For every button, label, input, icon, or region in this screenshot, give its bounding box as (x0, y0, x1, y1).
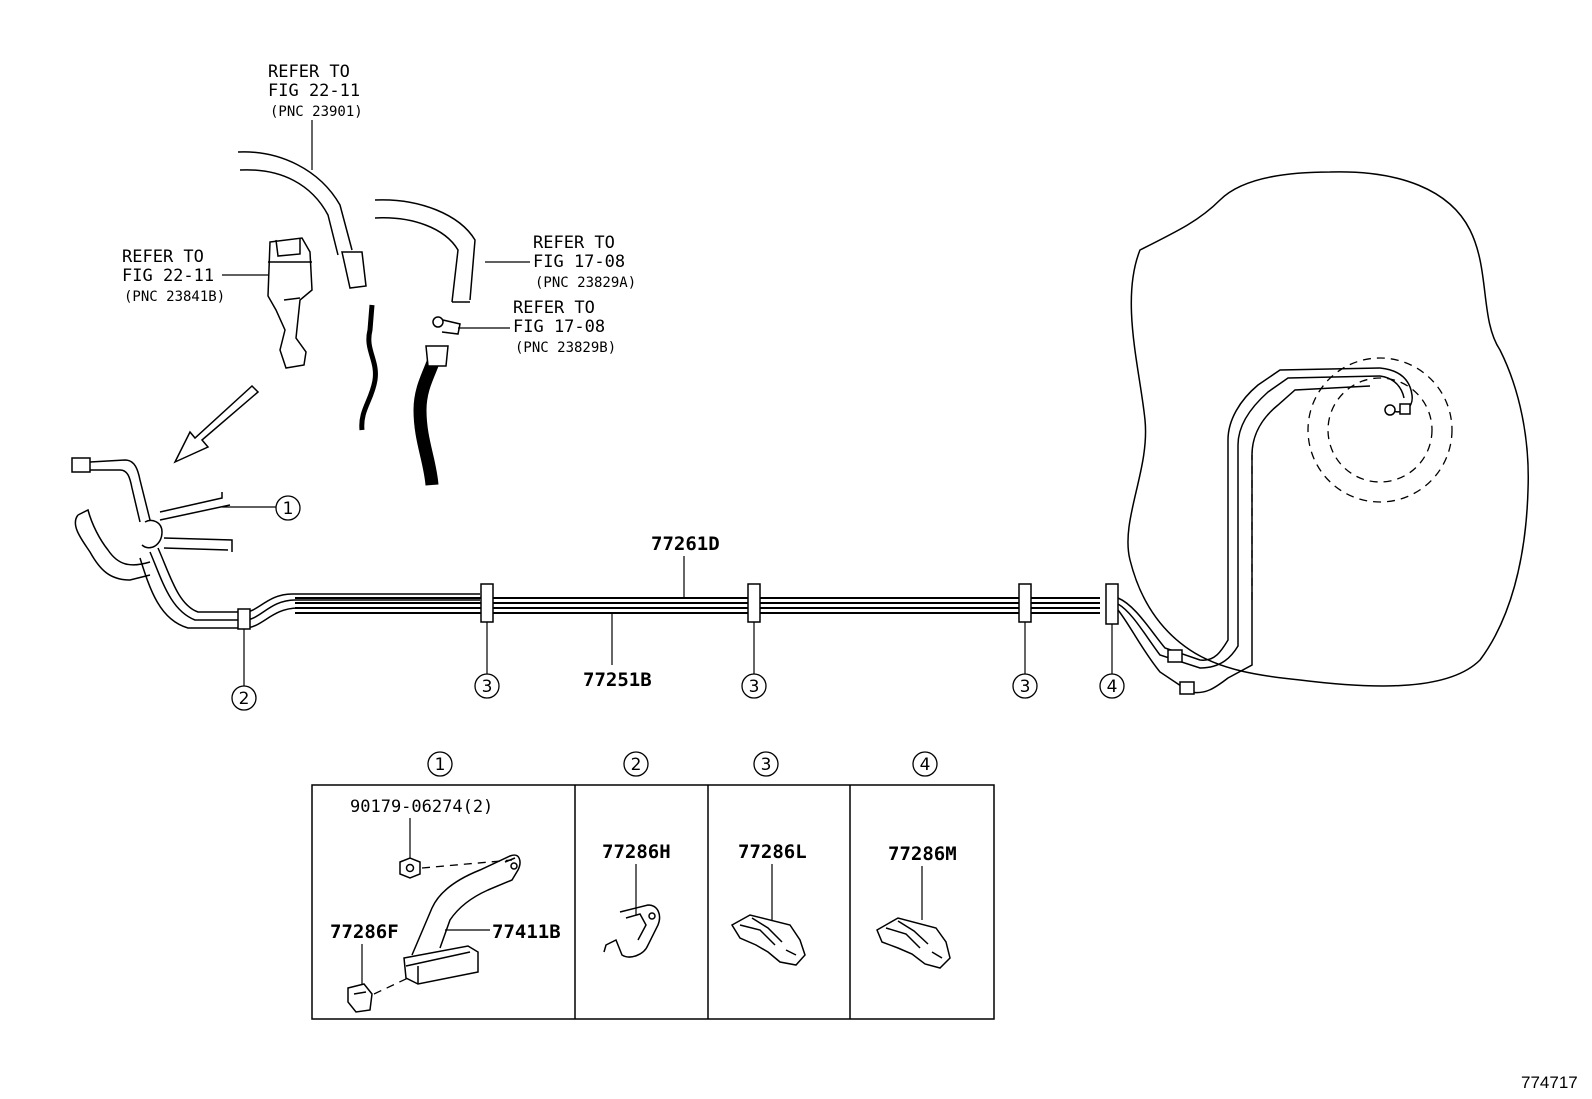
tube-clamp-3b (747, 583, 761, 623)
ref-label-pnc-23829b: REFER TO FIG 17-08 (PNC 23829B) (458, 298, 616, 356)
ref-line2: FIG 17-08 (513, 317, 605, 337)
ref-label-pnc-23841b: REFER TO FIG 22-11 (PNC 23841B) (122, 247, 268, 305)
callout-3a: 3 (474, 622, 500, 699)
ref-line2: FIG 17-08 (533, 252, 625, 272)
panel-number: 3 (761, 755, 772, 775)
clip-77286m-icon (876, 917, 951, 969)
tank-tubes (1117, 367, 1413, 695)
panel-4-content: 77286M (876, 843, 957, 969)
tube-clamp-2 (237, 608, 251, 630)
detail-panels (311, 784, 995, 1020)
part-number-77411b: 77411B (492, 921, 561, 943)
panel-number: 2 (631, 755, 642, 775)
ref-line1: REFER TO (122, 247, 204, 267)
ref-pnc: (PNC 23901) (270, 104, 363, 120)
callout-4: 4 (1099, 624, 1125, 699)
vsv-connector-icon (267, 237, 313, 369)
callout-1: 1 (222, 495, 301, 521)
part-number-77286f: 77286F (330, 921, 399, 943)
tube-clamp-3a (480, 583, 494, 623)
panel-header-4: 4 (912, 751, 938, 777)
ref-pnc: (PNC 23841B) (124, 289, 225, 305)
callout-2: 2 (231, 629, 257, 711)
callout-3b: 3 (741, 622, 767, 699)
ref-label-pnc-23901: REFER TO FIG 22-11 (PNC 23901) (268, 62, 363, 170)
ref-line1: REFER TO (513, 298, 595, 318)
callout-number: 1 (283, 499, 294, 519)
clip-77286f-icon (347, 983, 373, 1013)
figure-id: 774717 (1521, 1073, 1578, 1092)
tube-label-lower: 77251B (583, 613, 652, 691)
panel-number: 1 (435, 755, 446, 775)
callout-number: 3 (482, 677, 493, 697)
callout-number: 4 (1107, 677, 1118, 697)
hose-clip-icon (432, 316, 461, 335)
tube-lower-number: 77251B (583, 669, 652, 691)
part-number-77286m: 77286M (888, 843, 957, 865)
nut-icon (399, 857, 421, 879)
part-number-77286l: 77286L (738, 841, 807, 863)
panel-header-2: 2 (623, 751, 649, 777)
tube-upper-number: 77261D (651, 533, 720, 555)
panel-number: 4 (920, 755, 931, 775)
upper-hoses (237, 151, 476, 486)
panel-3-content: 77286L (730, 841, 807, 966)
clip-77286h-icon (603, 904, 661, 958)
callout-number: 3 (1020, 677, 1031, 697)
ref-pnc: (PNC 23829B) (515, 340, 616, 356)
panel-1-content: 90179-06274(2) 77286F 77411B (330, 797, 561, 1013)
tube-assembly-left (71, 457, 480, 629)
bracket-icon (403, 854, 521, 985)
ref-line2: FIG 22-11 (122, 266, 214, 286)
ref-line1: REFER TO (533, 233, 615, 253)
callout-number: 3 (749, 677, 760, 697)
panel-2-content: 77286H (602, 841, 671, 958)
callout-number: 2 (239, 689, 250, 709)
main-tubes (295, 597, 1100, 614)
part-number-77286h: 77286H (602, 841, 671, 863)
panel-header-1: 1 (427, 751, 453, 777)
ref-line1: REFER TO (268, 62, 350, 82)
tube-clamp-3c (1018, 583, 1032, 623)
ref-line2: FIG 22-11 (268, 81, 360, 101)
tube-label-upper: 77261D (651, 533, 720, 598)
tube-clamp-4 (1105, 583, 1119, 625)
fuel-tank-outline (1127, 171, 1529, 687)
ref-label-pnc-23829a: REFER TO FIG 17-08 (PNC 23829A) (485, 233, 636, 291)
part-number-90179: 90179-06274(2) (350, 797, 493, 817)
panel-header-3: 3 (753, 751, 779, 777)
direction-arrow-icon (173, 384, 260, 464)
clip-77286l-icon (730, 914, 806, 966)
ref-pnc: (PNC 23829A) (535, 275, 636, 291)
callout-3c: 3 (1012, 622, 1038, 699)
